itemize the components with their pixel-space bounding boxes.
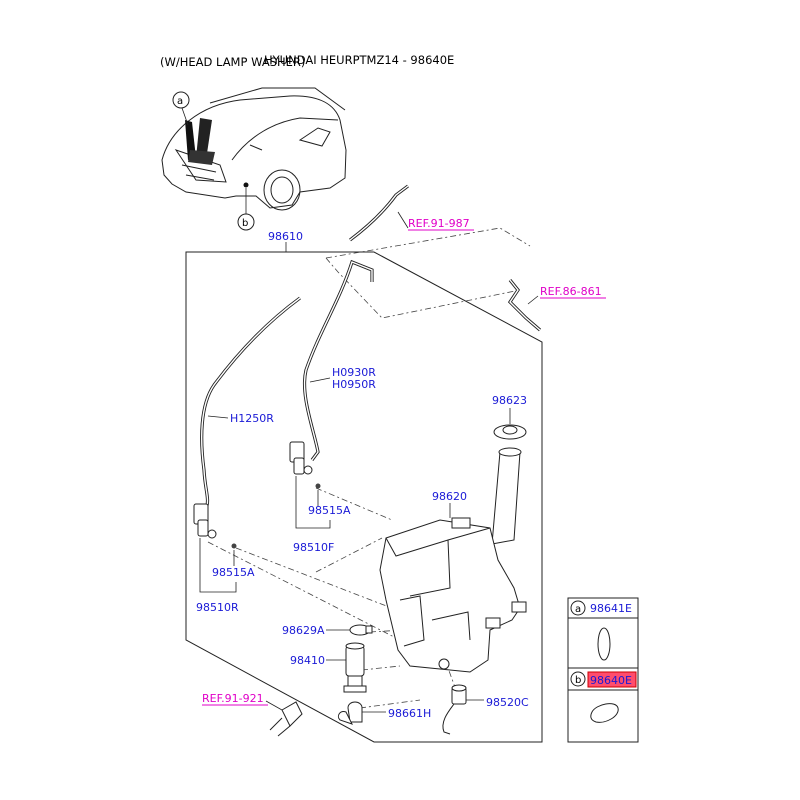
variant-note: (W/HEAD LAMP WASHER) bbox=[160, 55, 305, 69]
nozzle-lower bbox=[193, 503, 237, 593]
grommet-a-shape bbox=[597, 627, 611, 661]
legend-item-a[interactable]: a 98641E bbox=[570, 600, 632, 616]
label-98520C: 98520C bbox=[486, 696, 529, 709]
ref-91-987[interactable]: REF.91-987 bbox=[408, 217, 470, 230]
label-98510R: 98510R bbox=[196, 601, 239, 614]
hose-left bbox=[200, 296, 301, 509]
label-98515A-upper: 98515A bbox=[308, 504, 351, 517]
hose-elbow bbox=[337, 701, 386, 725]
car-illustration bbox=[161, 87, 347, 214]
svg-text:b: b bbox=[575, 675, 581, 686]
reservoir-cap bbox=[493, 408, 527, 440]
level-sensor bbox=[442, 684, 484, 735]
hose-right bbox=[302, 259, 374, 461]
grommet-b-shape bbox=[590, 703, 619, 723]
legend-item-b[interactable]: b 98640E bbox=[570, 671, 637, 688]
label-H1250R: H1250R bbox=[230, 412, 274, 425]
body-line bbox=[507, 279, 542, 332]
external-hose bbox=[349, 184, 409, 242]
callout-b: b bbox=[237, 213, 255, 231]
label-98515A-lower: 98515A bbox=[212, 566, 255, 579]
assembly-frame bbox=[185, 251, 543, 743]
label-98620: 98620 bbox=[432, 490, 467, 503]
nozzle-upper bbox=[289, 441, 331, 529]
label-98629A: 98629A bbox=[282, 624, 325, 637]
svg-text:b: b bbox=[242, 218, 248, 229]
hose-clamp bbox=[326, 624, 373, 636]
svg-text:a: a bbox=[177, 96, 183, 107]
washer-reservoir bbox=[379, 447, 527, 673]
ref-91-921[interactable]: REF.91-921 bbox=[202, 692, 264, 705]
label-98661H: 98661H bbox=[388, 707, 431, 720]
washer-pump bbox=[326, 642, 367, 693]
svg-text:a: a bbox=[575, 604, 581, 615]
guide-lines bbox=[207, 227, 531, 709]
legend-box: a 98641E b 98640E bbox=[567, 597, 639, 743]
legend-part-a: 98641E bbox=[590, 602, 632, 615]
label-98510F: 98510F bbox=[293, 541, 334, 554]
legend-part-b: 98640E bbox=[590, 674, 632, 687]
label-98623: 98623 bbox=[492, 394, 527, 407]
callout-a: a bbox=[172, 91, 190, 109]
ref-86-861[interactable]: REF.86-861 bbox=[540, 285, 602, 298]
label-H0950R: H0950R bbox=[332, 378, 376, 391]
label-H0930R: H0930R bbox=[332, 366, 376, 379]
lower-connector bbox=[265, 700, 303, 737]
label-98410: 98410 bbox=[290, 654, 325, 667]
label-98610: 98610 bbox=[268, 230, 303, 243]
page-title: HYUNDAI HEURPTMZ14 - 98640E bbox=[264, 53, 454, 67]
